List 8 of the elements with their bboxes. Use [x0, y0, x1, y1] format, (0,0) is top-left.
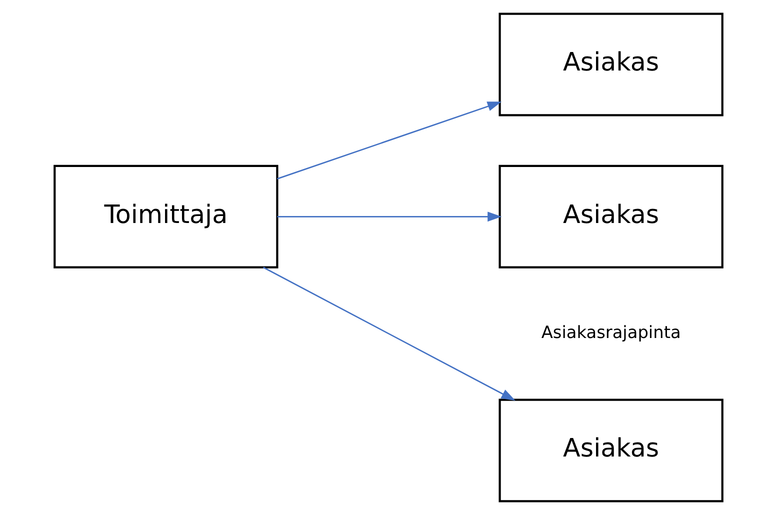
arrow: [277, 212, 502, 222]
node-box: Toimittaja: [54, 164, 278, 268]
label: Asiakasrajapinta: [541, 322, 681, 342]
node-box: Asiakas: [498, 164, 724, 268]
arrow: [277, 102, 502, 180]
arrow: [262, 266, 516, 401]
node-box: Asiakas: [498, 12, 724, 116]
node-box: Asiakas: [498, 398, 724, 502]
